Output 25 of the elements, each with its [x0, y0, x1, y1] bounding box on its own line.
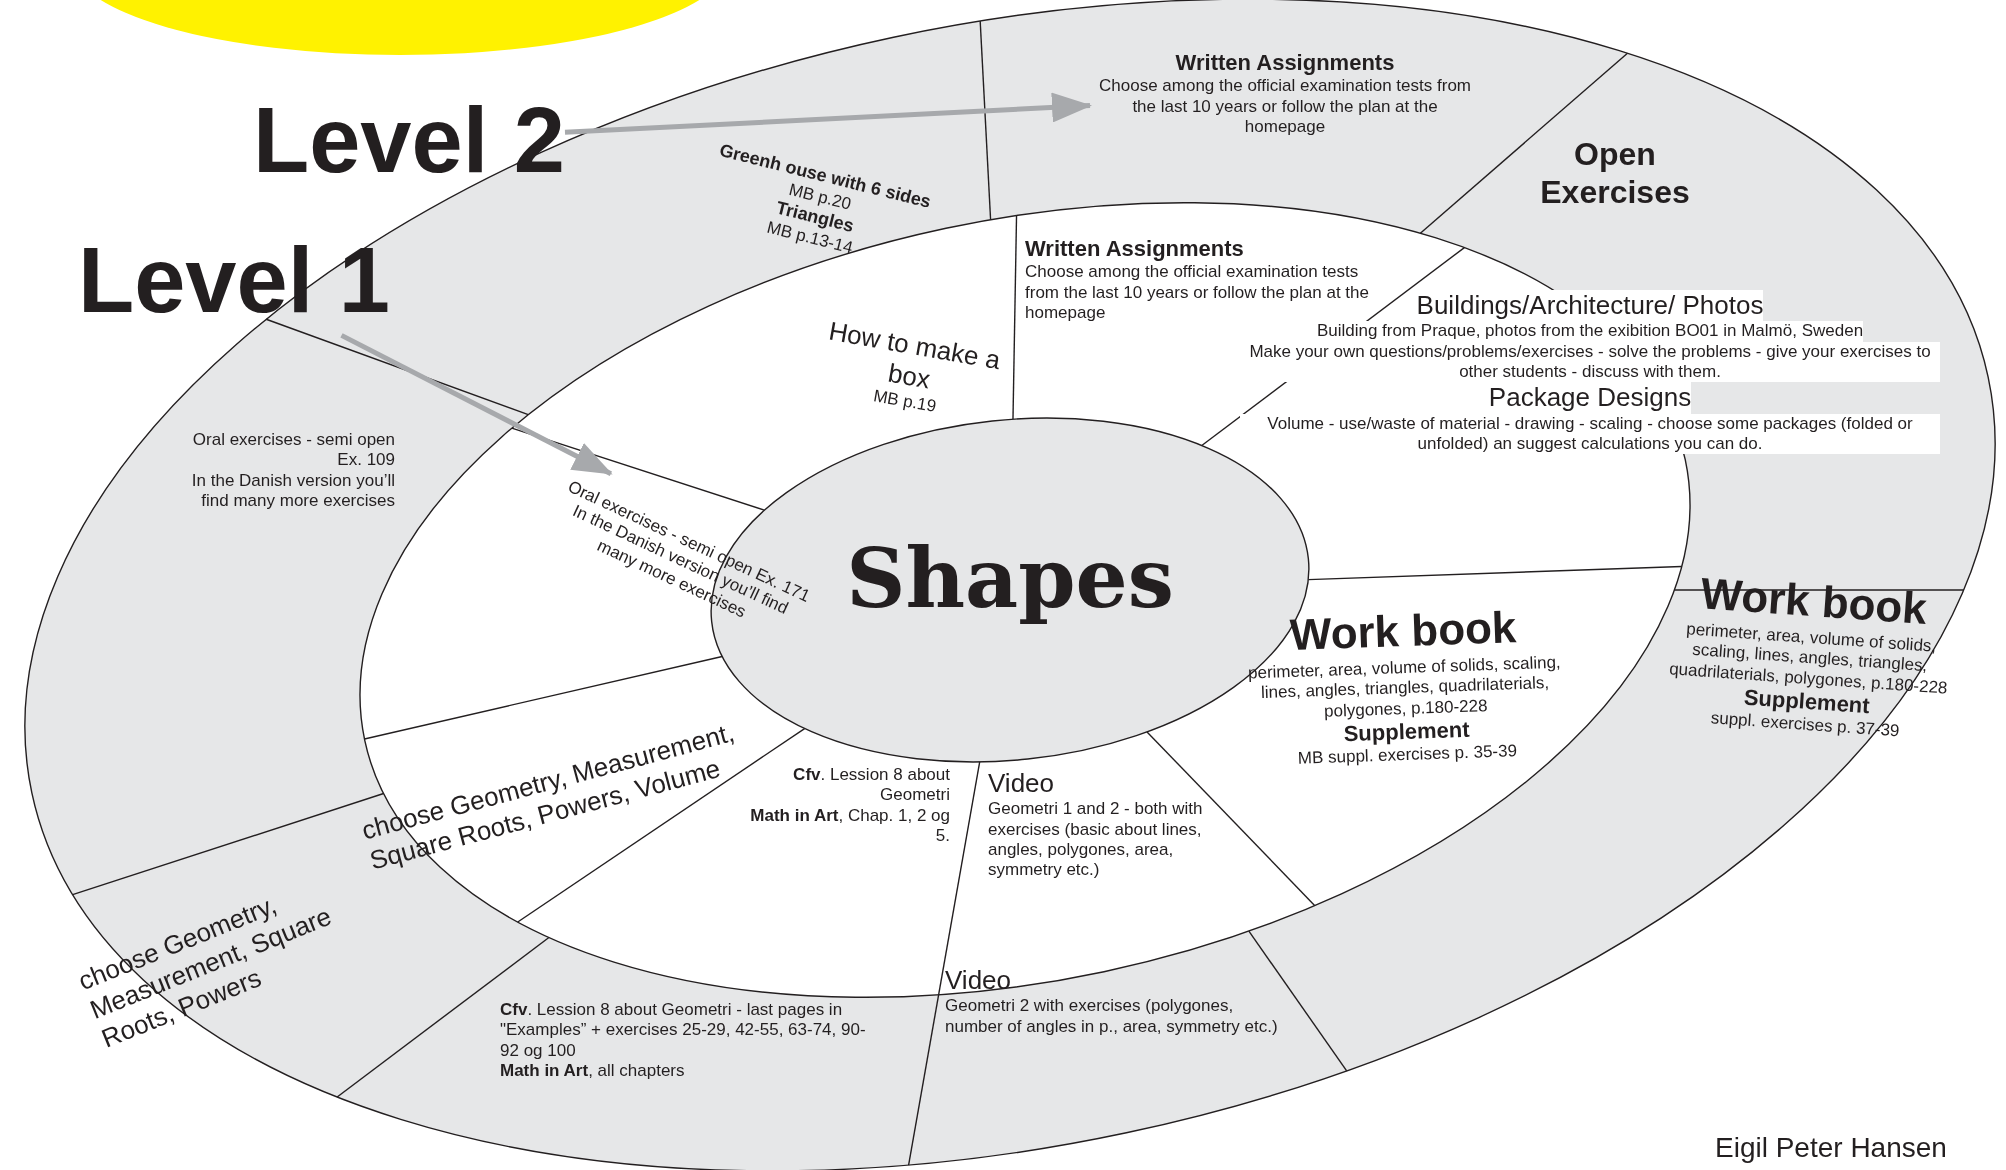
description-text: Math in Art, all chapters [500, 1061, 686, 1082]
author-name: Eigil Peter Hansen [1715, 1132, 1947, 1164]
description-text: perimeter, area, volume of solids, scaling, lines, angles, triangles, quadrilaterials, polygones, p.180-228 [1246, 652, 1562, 722]
description-text: Building from Praque, photos from the exibition BO01 in Malmö, Sweden [1316, 321, 1864, 342]
description-text: Cfv. Lession 8 about Geometri - last pages in "Examples” + exercises 25-29, 42-55, 63-74, 90-92 og 100 [500, 1000, 867, 1062]
section-heading: Buildings/Architecture/ Photos [1416, 290, 1764, 322]
section-heading: Open Exercises [1539, 135, 1691, 212]
arrow [564, 92, 1092, 135]
description-text: Math in Art, Chap. 1, 2 og 5. [749, 805, 950, 847]
section-heading: Package Designs [1488, 382, 1692, 414]
description-text: Oral exercises - semi open Ex. 109 [191, 430, 395, 471]
arrow [340, 333, 613, 476]
center-title: Shapes [846, 530, 1174, 627]
description-text: Choose among the official examination tests from the last 10 years or follow the plan at the homepage [1098, 76, 1472, 138]
level-label: Level 1 [78, 228, 390, 333]
description-text: Choose among the official examination tests from the last 10 years or follow the plan at the homepage [1025, 262, 1370, 324]
description-text: Geometri 1 and 2 - both with exercises (basic about lines, angles, polygones, area, symmetry etc.) [988, 799, 1204, 881]
description-text: Cfv. Lession 8 about Geometri [792, 765, 950, 806]
description-text: In the Danish version you’ll find many more exercises [190, 470, 395, 512]
section-heading: Video [945, 965, 1013, 997]
section-heading: Written Assignments [1025, 236, 1245, 263]
description-text: Geometri 2 with exercises (polygones, number of angles in p., area, symmetry etc.) [945, 996, 1279, 1037]
description-text: Volume - use/waste of material - drawing - scaling - choose some packages (folded or unfolded) an suggest calculations you can do. [1240, 413, 1940, 455]
section-heading: Written Assignments [1174, 50, 1396, 77]
section-heading: Video [988, 768, 1056, 800]
